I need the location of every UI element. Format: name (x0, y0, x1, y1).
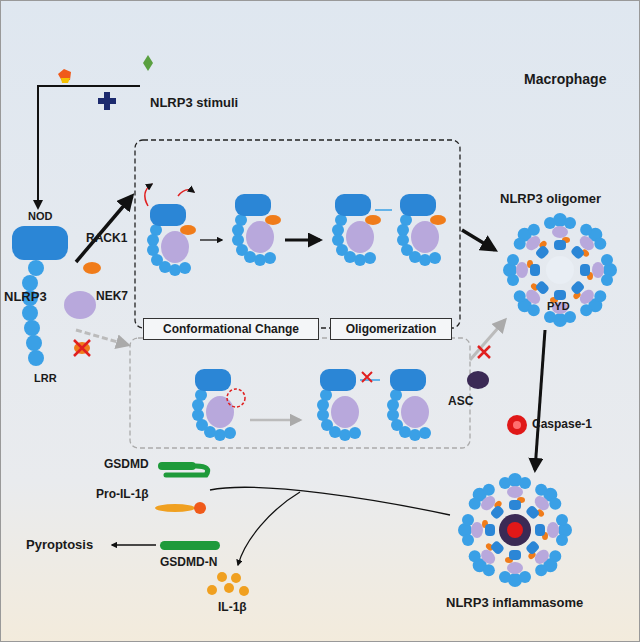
domain-label: LRR (34, 372, 57, 384)
cell-label: Macrophage (524, 72, 606, 87)
protein-label: NLRP3 (4, 290, 47, 304)
stage-label: Conformational Change (157, 320, 305, 338)
domain-label: NOD (28, 210, 52, 222)
protein-label: GSDMD-N (160, 556, 217, 569)
cytokine-label: IL-1β (218, 601, 247, 614)
stage-box: Conformational Change (143, 318, 319, 340)
protein-label: RACK1 (86, 232, 127, 245)
protein-label: ASC (448, 395, 473, 408)
stimulus-label: NLRP3 stimuli (150, 96, 238, 110)
domain-label: PYD (547, 300, 570, 312)
protein-label: NEK7 (96, 290, 128, 303)
complex-label: NLRP3 oligomer (500, 192, 601, 206)
stage-box: Oligomerization (330, 318, 452, 340)
outcome-label: Pyroptosis (26, 538, 93, 552)
protein-label: Caspase-1 (532, 418, 592, 431)
stage-label: Oligomerization (340, 320, 443, 338)
protein-label: GSDMD (104, 458, 149, 471)
protein-label: Pro-IL-1β (96, 488, 149, 501)
complex-label: NLRP3 inflammasome (446, 596, 583, 610)
